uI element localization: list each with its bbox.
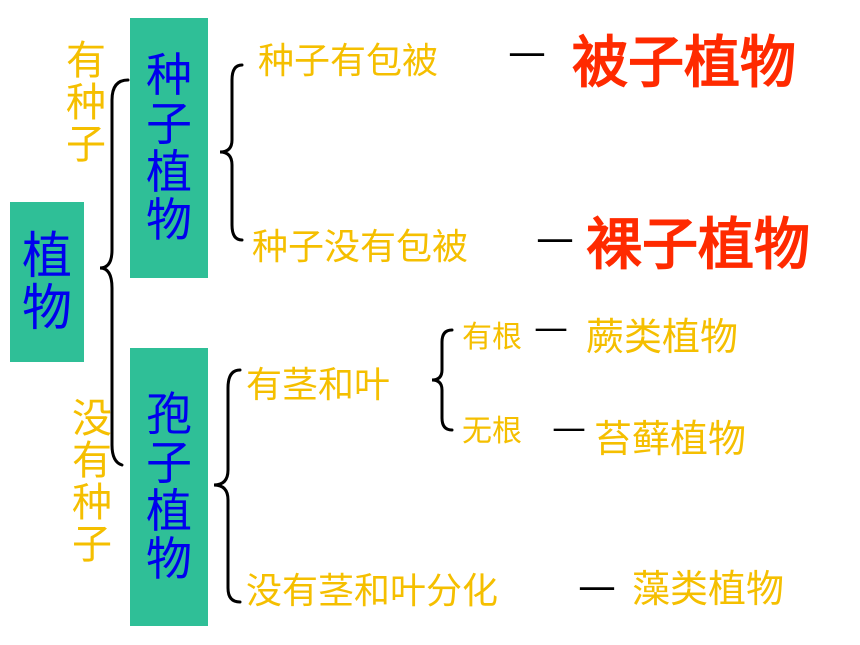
seed-condition-char: 种 <box>66 80 106 126</box>
without-root-dash: — <box>552 408 586 448</box>
spore-plants-char: 植 <box>146 484 192 538</box>
spore-plants-char: 子 <box>146 435 192 490</box>
seed-plants-char: 子 <box>146 96 192 151</box>
mosses-result: 苔藓植物 <box>594 417 747 461</box>
algae-result: 藻类植物 <box>632 567 785 611</box>
no-seed-condition-char: 没 <box>72 396 112 442</box>
naked-seed-dash: — <box>536 216 574 260</box>
seed-plants-box: 种 子 植 物 <box>130 18 208 278</box>
seed-condition-char: 子 <box>66 122 106 168</box>
no-stem-leaf-dash: — <box>578 564 616 608</box>
root-brace <box>99 78 130 467</box>
spore-plants-box: 孢 子 植 物 <box>130 348 208 626</box>
no-stem-leaf-condition: 没有茎和叶分化 <box>246 571 499 612</box>
no-seed-condition-char: 子 <box>72 522 112 568</box>
ferns-result: 蕨类植物 <box>586 315 739 359</box>
no-seed-condition-char: 种 <box>72 480 112 526</box>
with-root-condition: 有根 <box>462 320 522 355</box>
naked-seed-condition: 种子没有包被 <box>252 227 469 268</box>
seed-plants-char: 植 <box>146 145 192 199</box>
seed-condition: 有 种 子 <box>66 40 106 166</box>
covered-seed-condition: 种子有包被 <box>258 41 439 82</box>
stem-leaf-brace <box>431 328 454 432</box>
seed-brace <box>219 63 244 242</box>
spore-brace <box>213 368 242 604</box>
seed-plants-char: 种 <box>146 48 192 103</box>
gymnosperms-result: 裸子植物 <box>586 213 810 278</box>
no-seed-condition-char: 有 <box>72 438 112 484</box>
covered-seed-dash: — <box>508 30 546 74</box>
without-root-condition: 无根 <box>462 414 522 449</box>
seed-plants-char: 物 <box>146 193 192 248</box>
angiosperms-result: 被子植物 <box>572 31 796 96</box>
with-root-dash: — <box>534 308 568 348</box>
root-box: 植 物 <box>10 202 84 362</box>
root-char: 植 <box>22 226 72 285</box>
spore-plants-char: 孢 <box>146 387 192 442</box>
stem-leaf-condition: 有茎和叶 <box>246 365 391 406</box>
seed-condition-char: 有 <box>66 38 106 84</box>
no-seed-condition: 没 有 种 子 <box>72 398 112 566</box>
root-char: 物 <box>22 279 72 337</box>
spore-plants-char: 物 <box>146 532 192 587</box>
